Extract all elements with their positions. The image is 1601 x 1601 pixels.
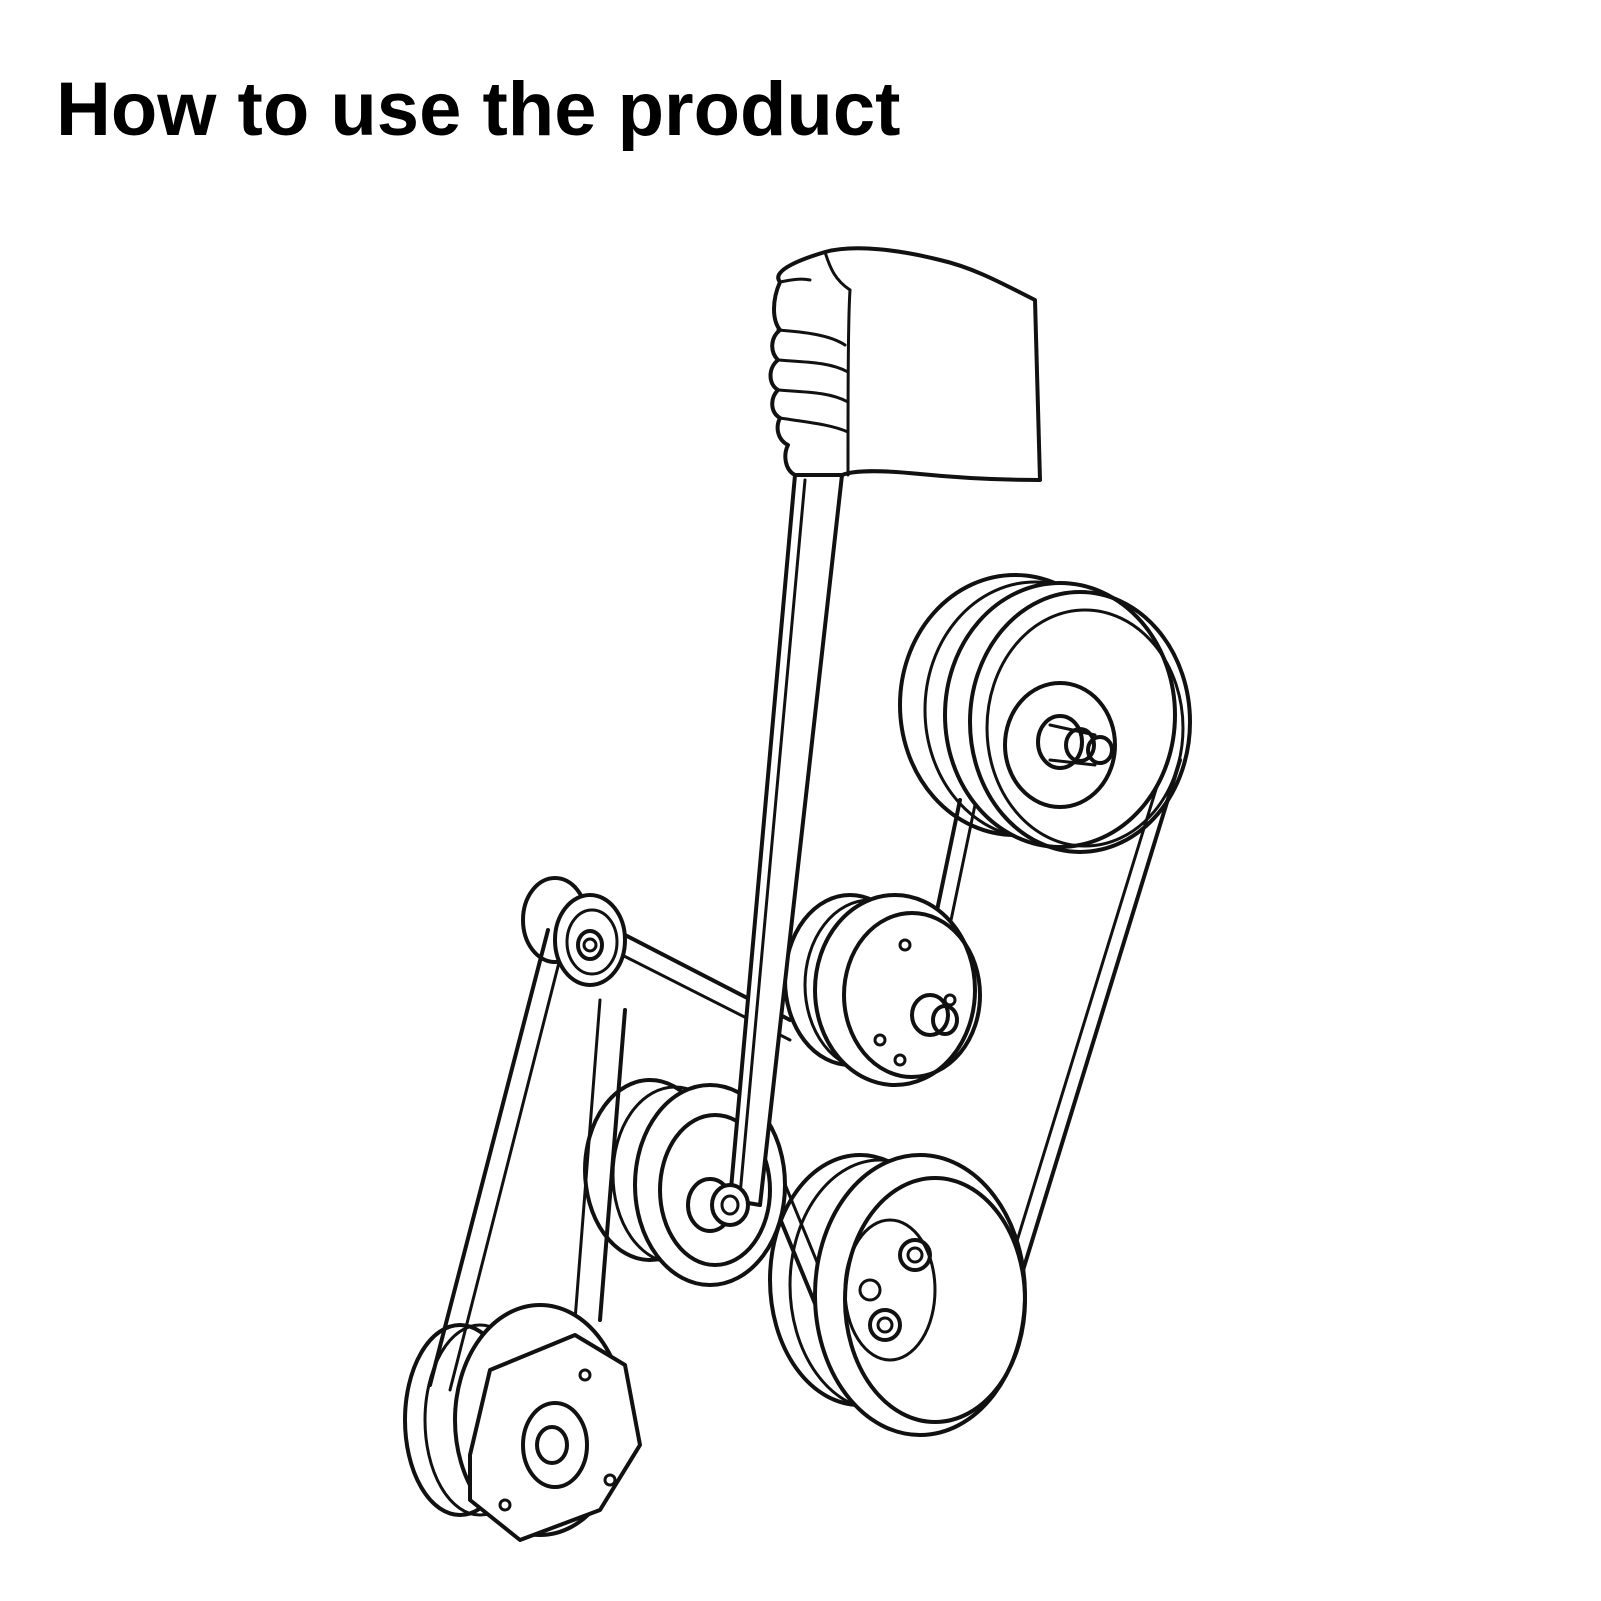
hand-illustration: [768, 246, 1042, 482]
tensioner-tool: [710, 473, 844, 1227]
lower-right-pulley: [768, 1153, 1027, 1437]
page-title: How to use the product: [56, 67, 901, 152]
serpentine-belt: [428, 758, 1182, 1392]
idler-pulley: [521, 876, 627, 987]
bottom-left-pulley: [403, 1303, 642, 1542]
top-pulley: [898, 573, 1192, 854]
middle-pulley: [783, 893, 982, 1087]
